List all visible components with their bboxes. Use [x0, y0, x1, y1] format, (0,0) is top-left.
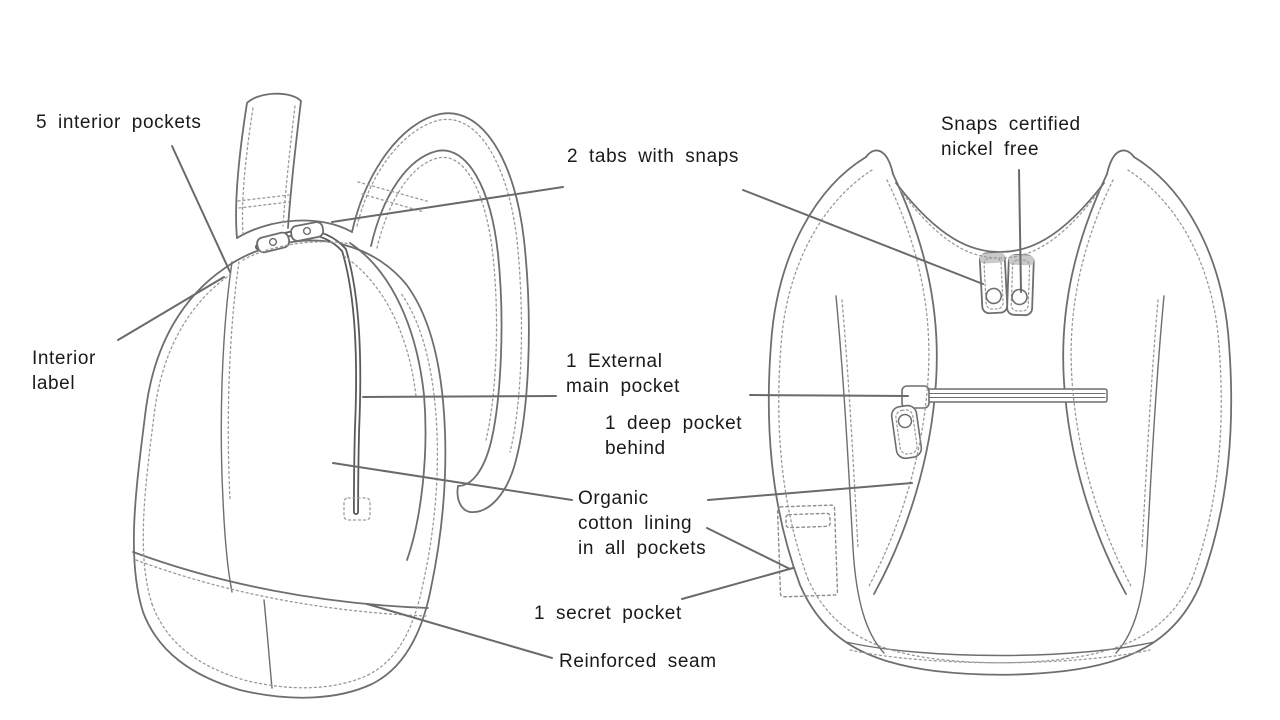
label-external-pocket-line2: main pocket [566, 376, 681, 397]
right-backpack-stitching [778, 169, 1222, 664]
leader-reinforced-seam [366, 603, 553, 659]
leader-all-pockets [706, 527, 791, 570]
label-snaps-certified-line1: Snaps certified [941, 114, 1081, 135]
label-interior-pockets-text: 5 interior pockets [36, 112, 202, 133]
label-interior-label-line1: Interior [32, 348, 96, 369]
leader-lining-left [332, 462, 573, 501]
left-backpack-shoulder-strap-end [456, 485, 471, 513]
label-interior-pockets: 5 interior pockets [36, 110, 201, 135]
left-backpack-bottom-center-seam [263, 599, 273, 689]
label-tabs-snaps: 2 tabs with snaps [567, 144, 739, 169]
label-deep-pocket-line1: 1 deep pocket [605, 413, 743, 434]
leader-tabs-left [331, 186, 564, 223]
label-snaps-certified: Snaps certified nickel free [941, 112, 1081, 162]
leader-external-pocket-right [749, 394, 909, 397]
label-external-pocket-line1: 1 External [566, 351, 663, 372]
leader-lines [117, 145, 1022, 659]
left-backpack-side-seam [220, 261, 233, 593]
label-organic-lining-line2: cotton lining [578, 513, 693, 534]
leader-lining-right [707, 482, 913, 501]
left-backpack-stitching [135, 105, 523, 689]
right-backpack-strap-inner-right [1062, 173, 1127, 595]
right-backpack-drawing [767, 149, 1233, 676]
right-backpack-strap-tip-right [1106, 149, 1135, 175]
left-backpack-body-outline [132, 239, 447, 699]
left-backpack-bottom-band-seam [132, 551, 429, 609]
leader-secret-pocket [681, 567, 794, 600]
label-organic-lining-line3: in all pockets [578, 538, 707, 559]
left-backpack-drawing [132, 92, 530, 699]
secret-pocket-outline [776, 504, 839, 598]
leader-snaps-certified [1018, 169, 1022, 293]
right-backpack-strap-tip-left [865, 149, 894, 175]
label-tabs-snaps-text: 2 tabs with snaps [567, 146, 740, 167]
label-organic-lining-line1: Organic [578, 488, 649, 509]
left-backpack-panel-seam [349, 242, 427, 561]
label-secret-pocket: 1 secret pocket [534, 601, 682, 626]
label-interior-label-line2: label [32, 373, 76, 394]
right-backpack-gusset-right [1115, 295, 1165, 654]
label-organic-lining: Organic cotton lining in all pockets [578, 486, 706, 561]
right-backpack-bottom-seam [845, 641, 1155, 657]
left-backpack-shoulder-strap-inner [370, 149, 503, 487]
label-external-pocket: 1 External main pocket [566, 349, 680, 399]
right-backpack-outline [767, 156, 1233, 676]
label-deep-pocket-line2: behind [605, 438, 666, 459]
left-backpack-top-edge [236, 219, 353, 239]
right-backpack-top-dip [895, 182, 1105, 253]
left-backpack-shoulder-strap-outer [351, 112, 530, 513]
right-backpack-gusset-left [835, 295, 885, 654]
left-backpack-zip-tabs [256, 221, 325, 254]
label-interior-label: Interior label [32, 346, 96, 396]
label-secret-pocket-text: 1 secret pocket [534, 603, 682, 624]
left-zipper-end-stitch [343, 497, 371, 521]
leader-interior-pockets [171, 145, 231, 273]
label-reinforced-seam-text: Reinforced seam [559, 651, 717, 672]
label-deep-pocket: 1 deep pocket behind [605, 411, 742, 461]
left-strap-cross-seam [237, 194, 290, 209]
left-strap-base-seam [357, 181, 431, 213]
leader-external-pocket-left [362, 395, 557, 398]
left-backpack-front-strap [235, 92, 302, 239]
label-snaps-certified-line2: nickel free [941, 139, 1040, 160]
leader-tabs-right [742, 189, 984, 285]
label-reinforced-seam: Reinforced seam [559, 649, 717, 674]
leader-interior-label [117, 276, 225, 341]
back-zipper [890, 385, 1108, 460]
right-backpack-strap-inner-left [873, 173, 938, 595]
